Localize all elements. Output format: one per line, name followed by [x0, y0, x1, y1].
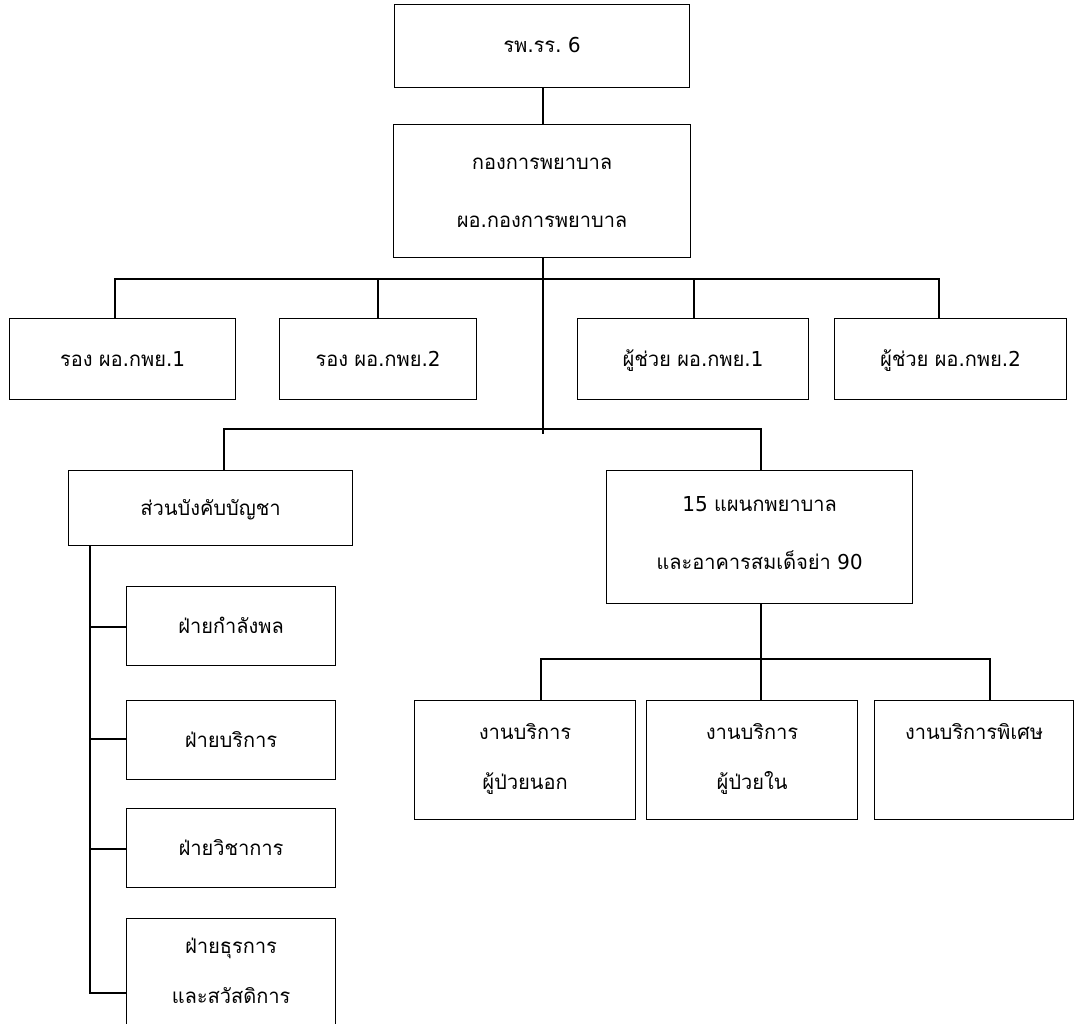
assistant-director-2-box: ผู้ช่วย ผอ.กพย.2	[834, 318, 1067, 400]
connector-line	[760, 604, 762, 660]
inpatient-label: ผู้ป่วยใน	[716, 770, 788, 794]
admin-unit-label: ฝ่ายธุรการ	[185, 934, 277, 958]
deputy-director-2-label: รอง ผอ.กพย.2	[315, 347, 441, 371]
connector-line	[89, 626, 127, 628]
nursing-division-label: กองการพยาบาล	[471, 150, 613, 174]
outpatient-service-box: งานบริการ ผู้ป่วยนอก	[414, 700, 636, 820]
inpatient-service-box: งานบริการ ผู้ป่วยใน	[646, 700, 858, 820]
connector-line	[989, 658, 991, 700]
connector-line	[89, 738, 127, 740]
command-section-box: ส่วนบังคับบัญชา	[68, 470, 353, 546]
outpatient-service-label: งานบริการ	[478, 720, 572, 744]
assistant-director-1-box: ผู้ช่วย ผอ.กพย.1	[577, 318, 809, 400]
inpatient-service-label: งานบริการ	[705, 720, 799, 744]
special-service-box: งานบริการพิเศษ	[874, 700, 1074, 820]
service-unit-box: ฝ่ายบริการ	[126, 700, 336, 780]
connector-line	[89, 546, 91, 994]
connector-line	[89, 848, 127, 850]
command-section-label: ส่วนบังคับบัญชา	[140, 496, 281, 520]
service-unit-label: ฝ่ายบริการ	[184, 728, 278, 752]
manpower-unit-box: ฝ่ายกำลังพล	[126, 586, 336, 666]
academic-unit-label: ฝ่ายวิชาการ	[178, 836, 284, 860]
nursing-departments-label: 15 แผนกพยาบาล	[682, 492, 837, 516]
connector-line	[540, 658, 991, 660]
deputy-director-1-label: รอง ผอ.กพย.1	[59, 347, 186, 371]
connector-line	[89, 992, 127, 994]
connector-line	[693, 278, 695, 318]
admin-welfare-unit-box: ฝ่ายธุรการ และสวัสดิการ	[126, 918, 336, 1024]
academic-unit-box: ฝ่ายวิชาการ	[126, 808, 336, 888]
connector-line	[223, 428, 761, 430]
connector-line	[377, 278, 379, 318]
deputy-director-1-box: รอง ผอ.กพย.1	[9, 318, 236, 400]
nursing-director-label: ผอ.กองการพยาบาล	[456, 208, 628, 232]
assistant-director-1-label: ผู้ช่วย ผอ.กพย.1	[622, 347, 764, 371]
connector-line	[114, 278, 940, 280]
hospital-label: รพ.รร. 6	[503, 33, 581, 57]
connector-line	[542, 88, 544, 124]
welfare-unit-label: และสวัสดิการ	[171, 984, 291, 1008]
nursing-building-label: และอาคารสมเด็จย่า 90	[656, 550, 863, 574]
connector-line	[760, 658, 762, 700]
connector-line	[938, 278, 940, 318]
connector-line	[760, 428, 762, 470]
outpatient-label: ผู้ป่วยนอก	[482, 770, 568, 794]
hospital-box: รพ.รร. 6	[394, 4, 690, 88]
deputy-director-2-box: รอง ผอ.กพย.2	[279, 318, 477, 400]
connector-line	[540, 658, 542, 700]
manpower-unit-label: ฝ่ายกำลังพล	[178, 614, 284, 638]
nursing-division-box: กองการพยาบาล ผอ.กองการพยาบาล	[393, 124, 691, 258]
assistant-director-2-label: ผู้ช่วย ผอ.กพย.2	[880, 347, 1021, 371]
nursing-departments-box: 15 แผนกพยาบาล และอาคารสมเด็จย่า 90	[606, 470, 913, 604]
connector-line	[223, 428, 225, 470]
special-service-label: งานบริการพิเศษ	[904, 720, 1044, 744]
connector-line	[114, 278, 116, 318]
connector-line	[542, 258, 544, 434]
